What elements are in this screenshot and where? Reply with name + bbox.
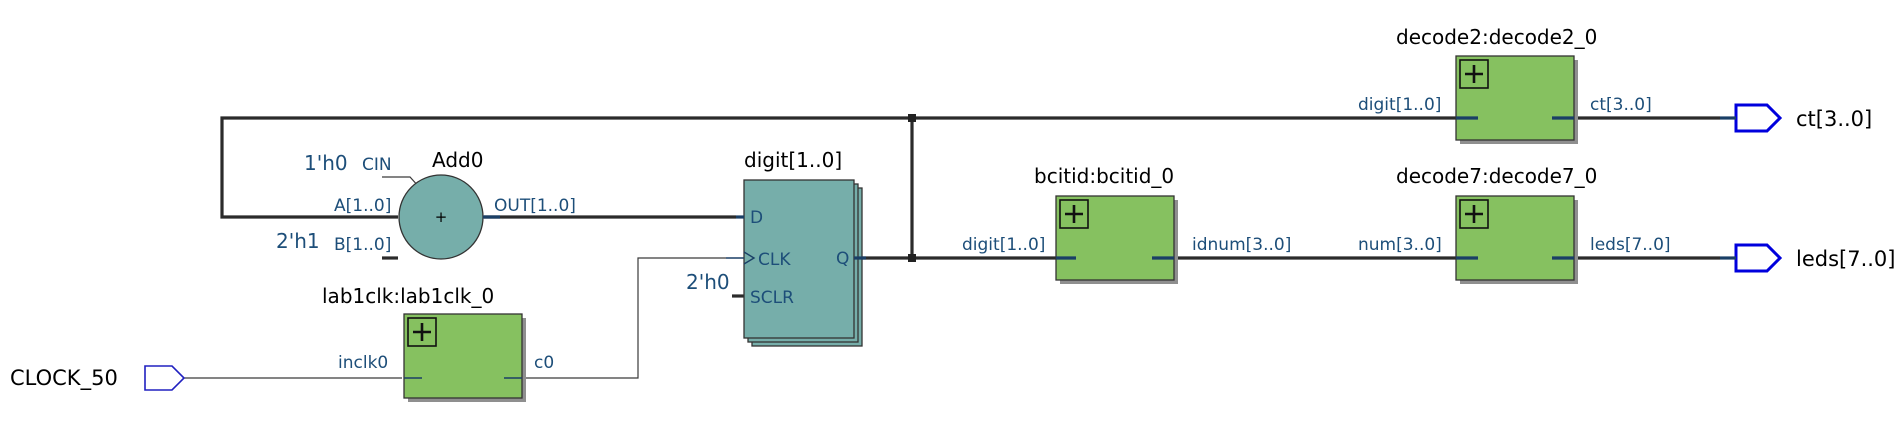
- bcitid-out-label: idnum[3..0]: [1192, 235, 1291, 255]
- block-decode2[interactable]: decode2:decode2_0 digit[1..0] ct[3..0]: [1358, 25, 1652, 144]
- decode7-in-label: num[3..0]: [1358, 235, 1442, 255]
- lab1clk-title: lab1clk:lab1clk_0: [322, 284, 494, 308]
- register-sclr-label: SCLR: [750, 288, 794, 308]
- junction-dot-top: [908, 114, 916, 122]
- register-sclr-const: 2'h0: [686, 270, 730, 294]
- lab1clk-expand-button[interactable]: [407, 317, 437, 347]
- decode2-title: decode2:decode2_0: [1396, 25, 1597, 49]
- block-lab1clk[interactable]: lab1clk:lab1clk_0 inclk0 c0: [322, 284, 554, 402]
- leds-output-label: leds[7..0]: [1796, 247, 1895, 271]
- decode7-title: decode7:decode7_0: [1396, 164, 1597, 188]
- register-clk-label: CLK: [758, 250, 791, 270]
- bcitid-in-label: digit[1..0]: [962, 235, 1045, 255]
- decode2-out-label: ct[3..0]: [1590, 95, 1652, 115]
- decode7-expand-button[interactable]: [1459, 199, 1489, 229]
- ct-output-port[interactable]: [1734, 103, 1783, 133]
- register-title: digit[1..0]: [744, 148, 842, 172]
- decode2-in-label: digit[1..0]: [1358, 95, 1441, 115]
- junction-dot-bottom: [908, 254, 916, 262]
- clock-input-port[interactable]: [144, 365, 186, 391]
- decode7-out-label: leds[7..0]: [1590, 235, 1671, 255]
- adder-b-label: B[1..0]: [334, 235, 391, 255]
- register-clk-triangle: [743, 251, 756, 265]
- adder-add0[interactable]: Add0 1'h0 CIN A[1..0] 2'h1 B[1..0] OUT[1…: [276, 148, 576, 260]
- register-q-label: Q: [836, 249, 849, 269]
- lab1clk-out-label: c0: [534, 353, 554, 373]
- register-d-label: D: [750, 208, 763, 228]
- adder-a-label: A[1..0]: [334, 196, 391, 216]
- lab1clk-in-label: inclk0: [338, 353, 388, 373]
- adder-cin-label: CIN: [362, 155, 392, 175]
- clock-input-label: CLOCK_50: [10, 366, 118, 391]
- wire-c0-to-clk[interactable]: [500, 257, 726, 379]
- bus-feedback-loop[interactable]: [220, 116, 914, 258]
- adder-out-label: OUT[1..0]: [494, 196, 576, 216]
- io-ports: CLOCK_50 ct[3..0] leds[7..0]: [10, 103, 1895, 391]
- adder-cin-const: 1'h0: [304, 151, 348, 175]
- adder-title: Add0: [432, 148, 483, 172]
- block-decode7[interactable]: decode7:decode7_0 num[3..0] leds[7..0]: [1358, 164, 1671, 284]
- leds-output-port[interactable]: [1734, 243, 1783, 273]
- register-digit[interactable]: digit[1..0] D CLK SCLR Q 2'h0: [686, 148, 866, 347]
- adder-plus-symbol: +: [435, 208, 448, 226]
- bcitid-title: bcitid:bcitid_0: [1034, 164, 1174, 188]
- ct-output-label: ct[3..0]: [1796, 107, 1872, 131]
- block-bcitid[interactable]: bcitid:bcitid_0 digit[1..0] idnum[3..0]: [962, 164, 1291, 284]
- adder-b-const: 2'h1: [276, 229, 320, 253]
